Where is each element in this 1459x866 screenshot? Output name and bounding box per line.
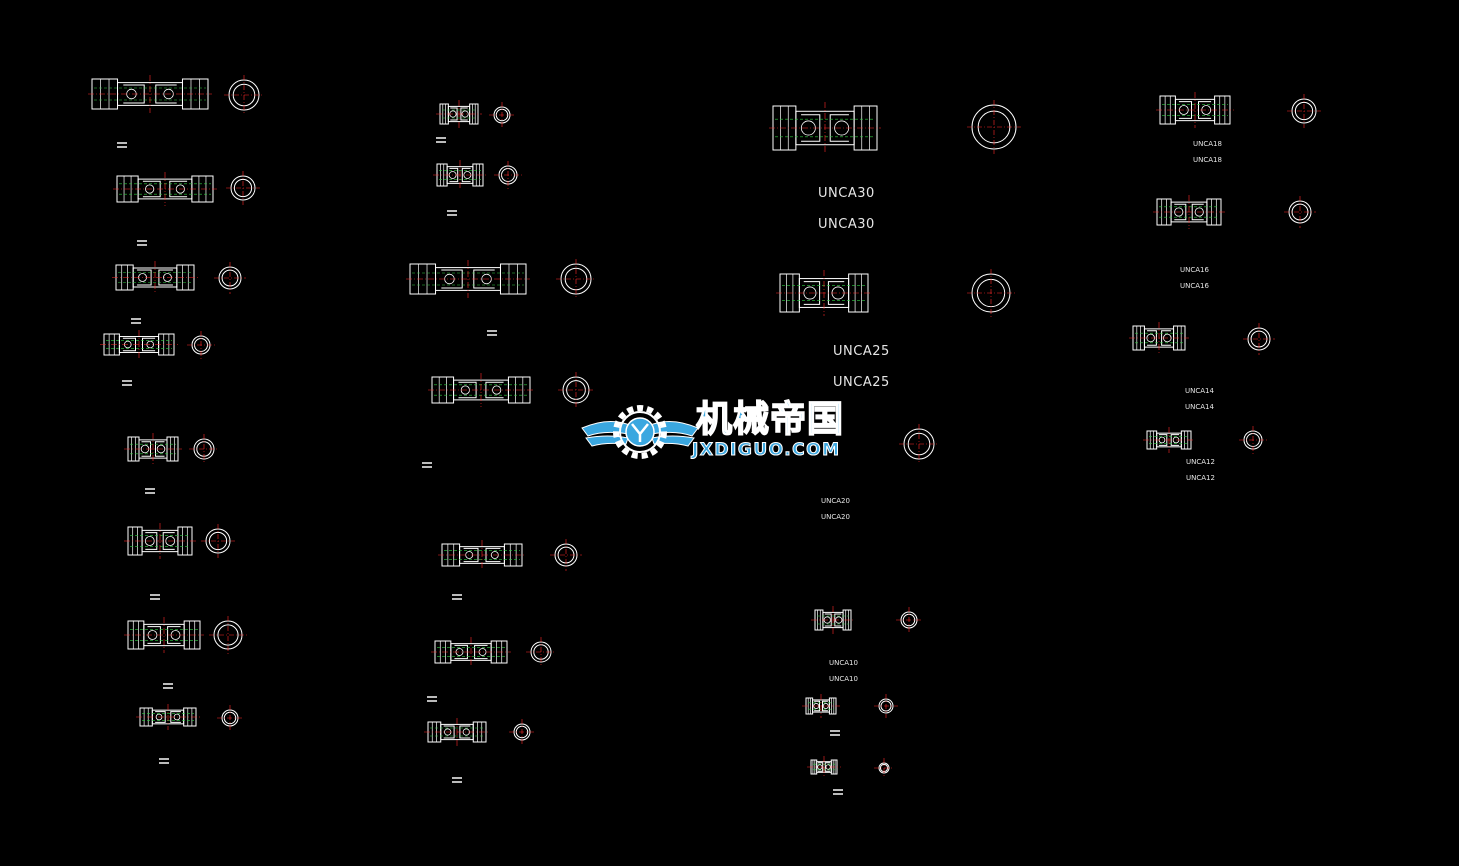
tiny-label — [487, 330, 497, 336]
coupling-side-view — [1129, 322, 1189, 354]
coupling-side-view — [438, 540, 526, 570]
label-unca18: UNCA18 — [1193, 140, 1222, 148]
coupling-side-view — [88, 75, 212, 113]
tiny-label — [830, 730, 840, 736]
coupling-side-view — [136, 704, 200, 730]
coupling-end-view — [556, 259, 596, 299]
coupling-end-view — [209, 616, 247, 654]
coupling-side-view — [811, 606, 855, 634]
tiny-label — [131, 318, 141, 324]
coupling-side-view — [112, 261, 198, 294]
label-unca18: UNCA18 — [1193, 156, 1222, 164]
label-unca10: UNCA10 — [829, 659, 858, 667]
tiny-label — [150, 594, 160, 600]
coupling-side-view — [1156, 92, 1234, 128]
tiny-label — [427, 696, 437, 702]
coupling-end-view — [214, 262, 246, 294]
coupling-side-view — [406, 260, 530, 298]
label-unca12: UNCA12 — [1186, 458, 1215, 466]
tiny-label — [145, 488, 155, 494]
coupling-side-view — [100, 330, 178, 359]
coupling-side-view — [124, 433, 182, 465]
label-unca14: UNCA14 — [1185, 403, 1214, 411]
coupling-side-view — [113, 172, 217, 206]
coupling-end-view — [967, 269, 1015, 317]
coupling-end-view — [1243, 323, 1275, 355]
coupling-end-view — [526, 637, 556, 667]
tiny-label — [436, 137, 446, 143]
coupling-end-view — [226, 171, 260, 205]
tiny-label — [122, 380, 132, 386]
label-unca14: UNCA14 — [1185, 387, 1214, 395]
tiny-label — [117, 142, 127, 148]
coupling-end-view — [224, 75, 264, 115]
coupling-end-view — [550, 539, 582, 571]
coupling-side-view — [1143, 427, 1195, 453]
coupling-end-view — [1284, 196, 1316, 228]
coupling-side-view — [776, 270, 872, 316]
coupling-side-view — [424, 718, 490, 746]
coupling-end-view — [899, 424, 939, 464]
coupling-end-view — [509, 719, 535, 745]
coupling-end-view — [201, 524, 235, 558]
coupling-side-view — [1153, 195, 1225, 229]
watermark-logo: 机械帝国 JXDIGUO.COM — [580, 398, 880, 466]
coupling-side-view — [124, 617, 204, 653]
label-unca30: UNCA30 — [818, 217, 875, 232]
label-unca10: UNCA10 — [829, 675, 858, 683]
label-unca25: UNCA25 — [833, 344, 890, 359]
coupling-side-view — [436, 100, 482, 128]
label-unca12: UNCA12 — [1186, 474, 1215, 482]
coupling-end-view — [874, 758, 894, 778]
coupling-end-view — [558, 372, 594, 408]
coupling-side-view — [124, 523, 196, 559]
tiny-label — [452, 777, 462, 783]
coupling-side-view — [433, 160, 487, 190]
coupling-end-view — [1287, 94, 1321, 128]
coupling-end-view — [189, 434, 219, 464]
label-unca16: UNCA16 — [1180, 282, 1209, 290]
coupling-end-view — [217, 705, 243, 731]
coupling-side-view — [428, 373, 534, 407]
coupling-end-view — [896, 607, 922, 633]
tiny-label — [447, 210, 457, 216]
tiny-label — [137, 240, 147, 246]
label-unca30: UNCA30 — [818, 186, 875, 201]
coupling-side-view — [431, 637, 511, 667]
coupling-end-view — [494, 161, 522, 189]
label-unca25: UNCA25 — [833, 375, 890, 390]
coupling-end-view — [187, 331, 215, 359]
watermark-en-text: JXDIGUO.COM — [692, 440, 841, 460]
coupling-end-view — [1239, 426, 1267, 454]
tiny-label — [452, 594, 462, 600]
watermark-cn-text: 机械帝国 — [695, 399, 845, 440]
label-unca20: UNCA20 — [821, 497, 850, 505]
tiny-label — [422, 462, 432, 468]
coupling-end-view — [489, 102, 515, 128]
label-unca16: UNCA16 — [1180, 266, 1209, 274]
coupling-side-view — [769, 102, 881, 154]
tiny-label — [163, 683, 173, 689]
tiny-label — [833, 789, 843, 795]
coupling-end-view — [967, 100, 1021, 154]
coupling-side-view — [807, 756, 841, 778]
tiny-label — [159, 758, 169, 764]
coupling-end-view — [874, 694, 898, 718]
label-unca20: UNCA20 — [821, 513, 850, 521]
coupling-side-view — [802, 694, 840, 718]
gear-wings-icon — [581, 405, 699, 459]
